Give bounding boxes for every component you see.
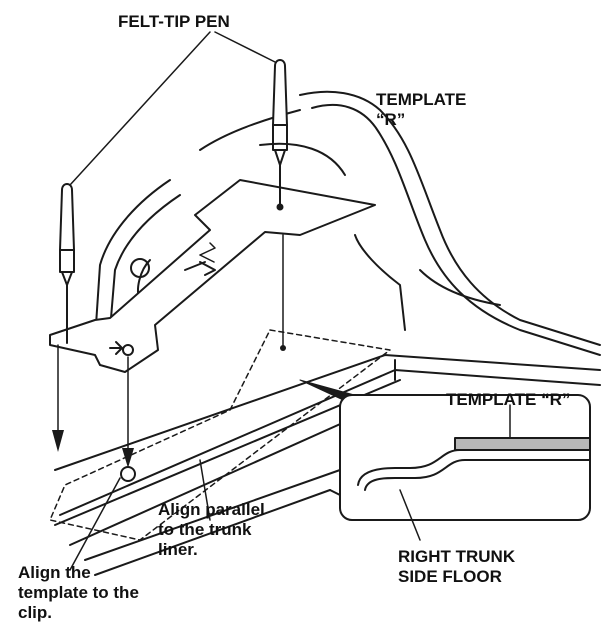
inset-floor-leader	[399, 489, 421, 541]
inset-detail-box	[339, 394, 591, 541]
clip-leader	[69, 477, 121, 571]
align-clip-line-2: template to the	[18, 583, 139, 602]
felt-tip-pen-label: FELT-TIP PEN	[118, 12, 230, 31]
trunk-floor	[54, 354, 601, 576]
right-trunk-side-floor-line-1: RIGHT TRUNK	[398, 547, 516, 566]
trunk-body-outline	[94, 90, 601, 356]
felt-tip-pen-leader	[69, 31, 276, 186]
align-clip-line-3: clip.	[18, 603, 53, 622]
template-hole-marker	[122, 344, 134, 356]
align-parallel-label: Align parallel to the trunk liner.	[158, 500, 265, 560]
right-trunk-side-floor-line-2: SIDE FLOOR	[398, 567, 502, 586]
felt-tip-pen-right	[272, 59, 288, 211]
align-parallel-line-3: liner.	[158, 540, 198, 559]
align-parallel-line-1: Align parallel	[158, 500, 265, 519]
template-r-label-line-2: “R”	[376, 110, 406, 129]
felt-tip-pen-left	[59, 183, 75, 344]
clip-icon	[120, 466, 136, 482]
align-clip-line-1: Align the	[18, 563, 91, 582]
template-r-piece	[49, 179, 376, 373]
template-r-label-line-1: TEMPLATE	[376, 90, 467, 109]
right-trunk-side-floor-label: RIGHT TRUNK SIDE FLOOR	[398, 547, 515, 587]
align-parallel-leader	[199, 459, 211, 521]
align-clip-label: Align the template to the clip.	[18, 563, 139, 623]
inset-template-r-label: TEMPLATE “R”	[446, 390, 571, 409]
inset-template-r	[454, 437, 591, 451]
template-outline-dashed	[49, 329, 391, 541]
align-parallel-line-2: to the trunk	[158, 520, 252, 539]
direction-arrow-icon	[199, 242, 216, 263]
template-r-label: TEMPLATE “R”	[376, 90, 466, 130]
arrowheads	[52, 345, 286, 468]
projection-lines	[57, 234, 284, 451]
